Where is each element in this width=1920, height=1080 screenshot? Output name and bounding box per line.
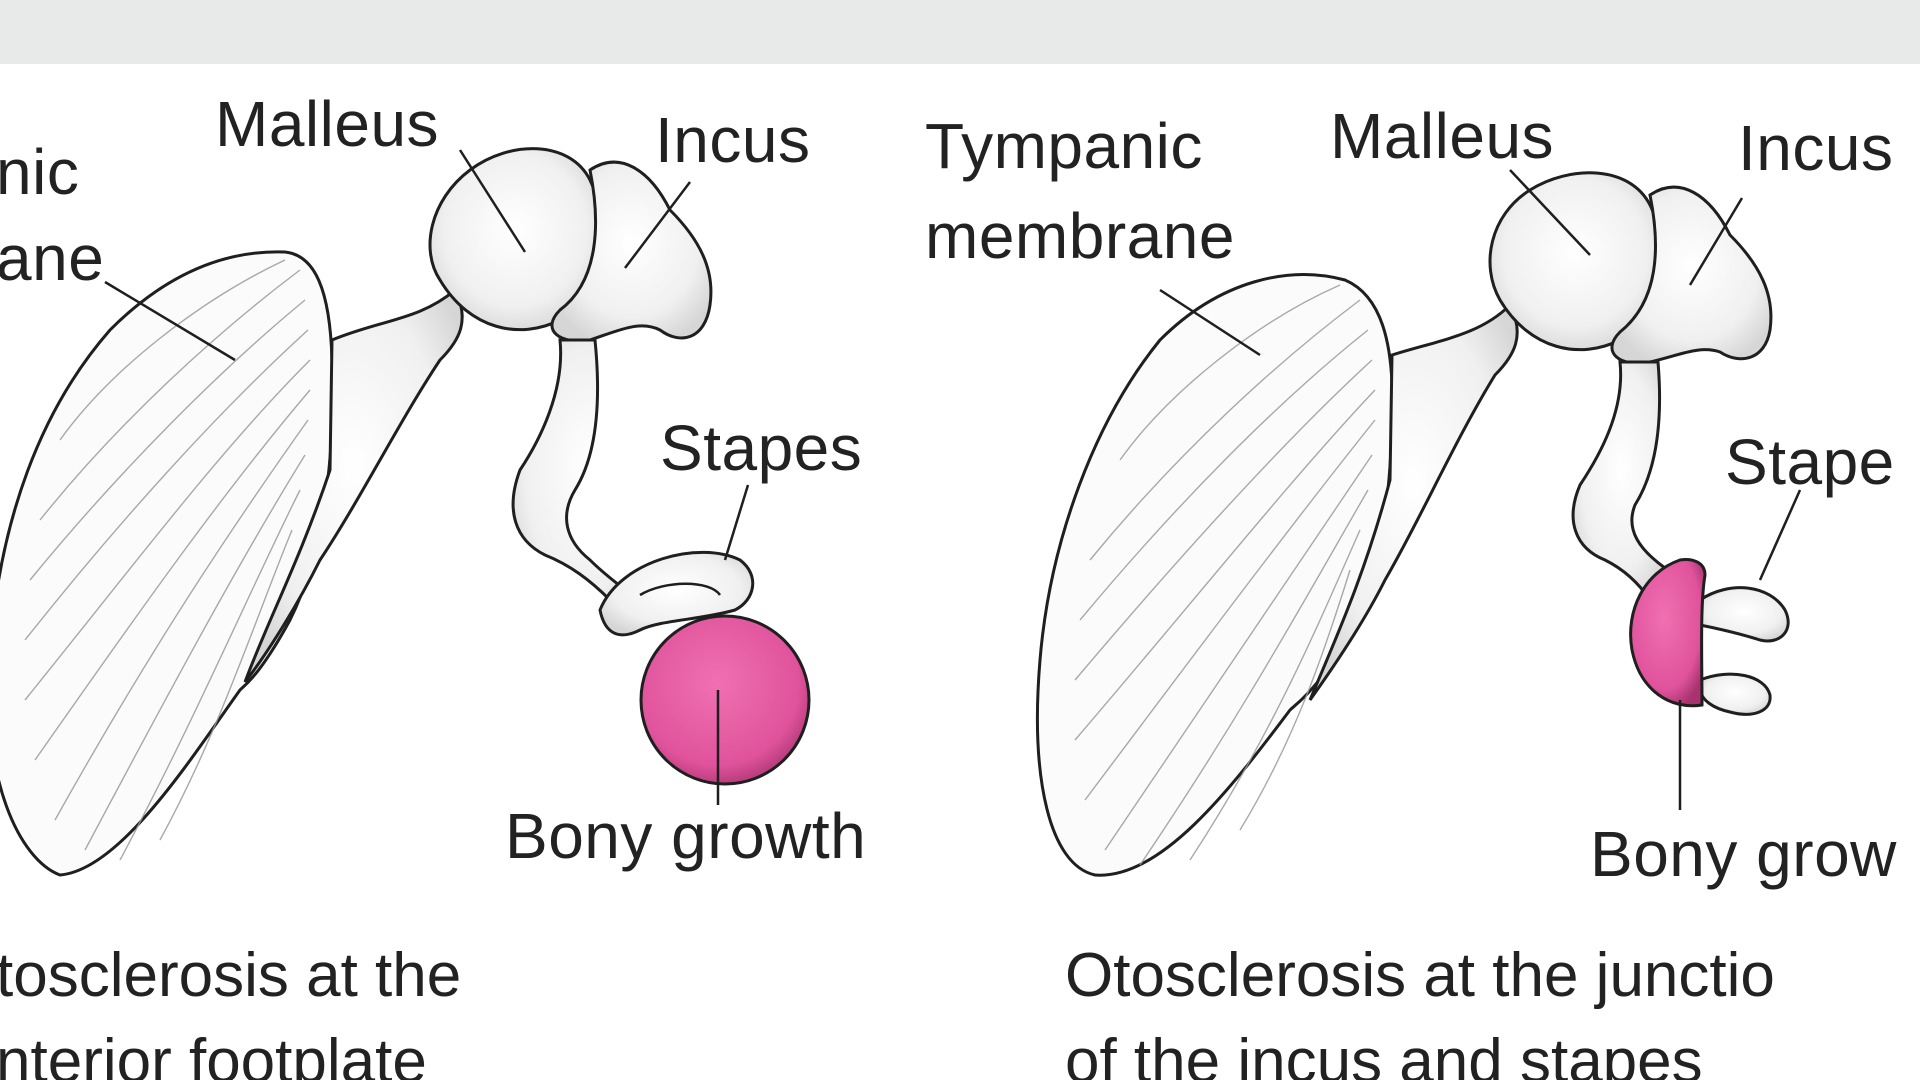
- right-incus-long-process: [1573, 362, 1670, 600]
- right-caption-line1: Otosclerosis at the junctio: [1065, 932, 1775, 1020]
- right-label-malleus: Malleus: [1330, 100, 1554, 172]
- left-label-bony-growth: Bony growth: [505, 800, 866, 872]
- left-tympanic-membrane: [0, 252, 333, 875]
- right-label-tympanic-line1: Tympanic: [925, 110, 1203, 182]
- left-label-malleus: Malleus: [215, 88, 439, 160]
- left-bony-growth: [641, 616, 809, 784]
- left-caption-line1: tosclerosis at the: [0, 932, 461, 1020]
- left-label-tympanic-partial-1: nic: [0, 136, 79, 208]
- left-caption-line2: nterior footplate: [0, 1018, 427, 1080]
- right-label-tympanic-line2: membrane: [925, 200, 1235, 272]
- left-label-stapes: Stapes: [660, 412, 862, 484]
- left-label-tympanic-partial-2: ane: [0, 222, 104, 294]
- right-stapes: [1700, 588, 1788, 641]
- left-panel-drawing: [0, 149, 809, 875]
- right-caption-line2: of the incus and stapes: [1065, 1018, 1703, 1080]
- right-panel-drawing: [1037, 170, 1800, 875]
- right-label-incus: Incus: [1738, 112, 1893, 184]
- right-label-bony-growth: Bony grow: [1590, 818, 1897, 890]
- left-label-incus: Incus: [655, 104, 810, 176]
- right-label-stapes: Stape: [1725, 426, 1895, 498]
